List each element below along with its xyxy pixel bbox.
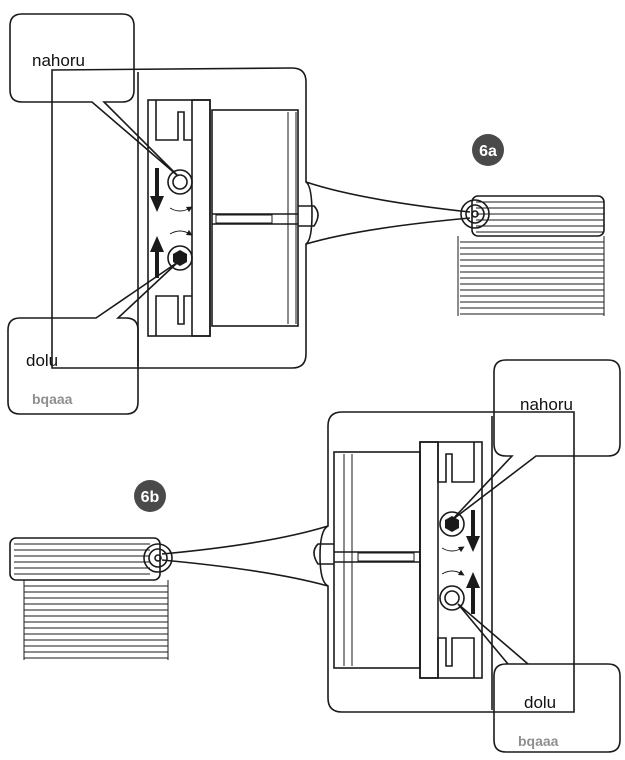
connector-lines-6a: [305, 181, 471, 245]
callout-top-up: nahoru: [9, 13, 179, 177]
badge-6a-label: 6a: [479, 143, 497, 160]
connector-lines-6b: [161, 525, 329, 587]
callout-top-down-label: dolu: [26, 351, 58, 370]
motor-head-top: [51, 67, 319, 369]
faint-label-top: bqaaa: [32, 391, 73, 407]
callout-bottom-down: dolu bqaaa: [457, 603, 621, 753]
faint-label-bottom: bqaaa: [518, 733, 559, 749]
roller-shutter-6b: [9, 537, 173, 660]
badge-6a: 6a: [472, 134, 504, 166]
callout-top-down: dolu bqaaa: [7, 261, 179, 415]
motor-head-bottom: [313, 411, 575, 713]
callout-bottom-up-label: nahoru: [520, 395, 573, 414]
callout-top-up-label: nahoru: [32, 51, 85, 70]
callout-bottom-down-label: dolu: [524, 693, 556, 712]
roller-shutter-6a: [457, 195, 605, 316]
badge-6b-label: 6b: [141, 489, 160, 506]
badge-6b: 6b: [134, 480, 166, 512]
callout-bottom-up: nahoru: [451, 359, 621, 521]
